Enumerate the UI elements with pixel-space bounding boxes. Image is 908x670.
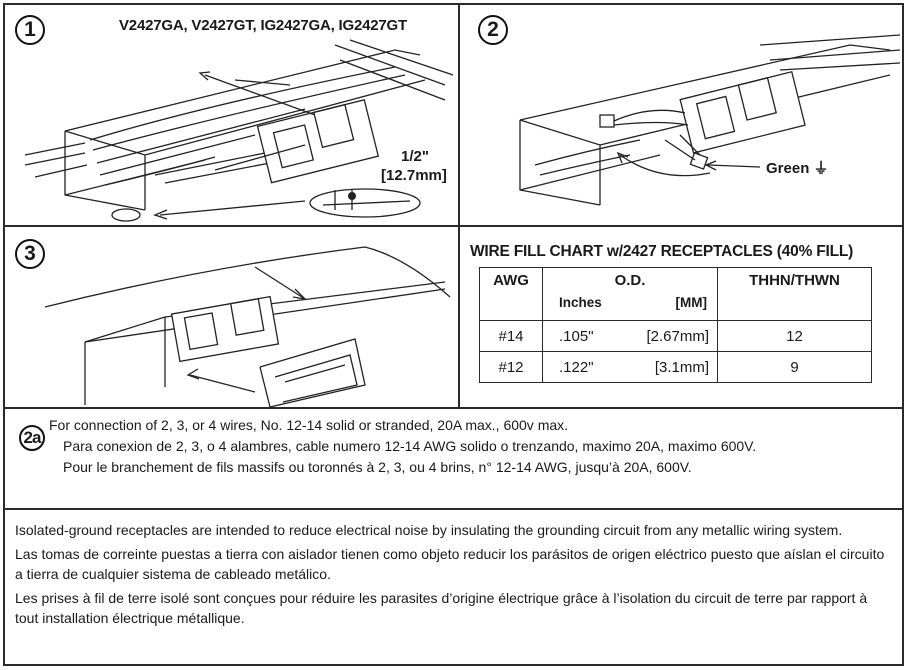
cell-thhn: 9	[717, 351, 872, 383]
strip-length: 1/2"	[401, 148, 429, 165]
step-3-badge: 3	[15, 239, 45, 269]
isolated-ground-text: Isolated-ground receptacles are intended…	[15, 520, 888, 632]
cell-od-in: .105"	[559, 327, 594, 345]
note-2a-line-es: Para conexion de 2, 3, o 4 alambres, cab…	[63, 438, 757, 454]
step-2-badge: 2	[478, 15, 508, 45]
divider	[5, 225, 902, 227]
cell-od: .122" [3.1mm]	[542, 351, 718, 383]
header-od-inches: Inches	[559, 295, 602, 310]
cell-thhn: 12	[717, 320, 872, 352]
divider	[5, 508, 902, 510]
table-header-row: AWG O.D. Inches [MM] THHN/THWN	[479, 267, 872, 321]
cell-awg: #14	[479, 320, 543, 352]
header-awg: AWG	[479, 267, 543, 321]
note-2a-line-en: For connection of 2, 3, or 4 wires, No. …	[49, 417, 569, 433]
step-1-badge: 1	[15, 15, 45, 45]
isolated-ground-panel: Isolated-ground receptacles are intended…	[5, 510, 902, 666]
strip-length-mm: [12.7mm]	[381, 167, 447, 184]
step-3-panel: 3	[5, 227, 458, 407]
header-od: O.D. Inches [MM]	[542, 267, 718, 321]
cell-od-mm: [3.1mm]	[654, 358, 709, 376]
iso-paragraph-es: Las tomas de correinte puestas a tierra …	[15, 546, 885, 582]
table-row: #14 .105" [2.67mm] 12	[479, 320, 872, 352]
model-numbers: V2427GA, V2427GT, IG2427GA, IG2427GT	[119, 17, 407, 34]
ground-label: Green ⏚	[766, 160, 829, 177]
step-3-illustration	[44, 246, 451, 407]
iso-paragraph-en: Isolated-ground receptacles are intended…	[15, 522, 843, 538]
note-2a-line-fr: Pour le branchement de fils massifs ou t…	[63, 459, 692, 475]
iso-paragraph-fr: Les prises à fil de terre isolé sont con…	[15, 590, 868, 626]
header-thhn: THHN/THWN	[717, 267, 872, 321]
cell-od-in: .122"	[559, 358, 594, 376]
wire-fill-table: AWG O.D. Inches [MM] THHN/THWN #14 .105"…	[479, 267, 872, 383]
cell-od: .105" [2.67mm]	[542, 320, 718, 352]
wire-fill-panel: WIRE FILL CHART w/2427 RECEPTACLES (40% …	[460, 227, 902, 407]
wire-fill-title: WIRE FILL CHART w/2427 RECEPTACLES (40% …	[470, 243, 854, 260]
note-2a-panel: 2a For connection of 2, 3, or 4 wires, N…	[5, 409, 902, 508]
header-od-label: O.D.	[614, 272, 646, 289]
step-1-illustration	[24, 39, 454, 222]
cell-awg: #12	[479, 351, 543, 383]
step-1-panel: 1 V2427GA, V2427GT, IG2427GA, IG2427GT	[5, 5, 458, 225]
step-2-illustration	[519, 34, 901, 206]
cell-od-mm: [2.67mm]	[646, 327, 709, 345]
header-od-mm: [MM]	[675, 295, 707, 310]
table-row: #12 .122" [3.1mm] 9	[479, 351, 872, 383]
step-2-panel: 2	[460, 5, 902, 225]
note-2a-text: For connection of 2, 3, or 4 wires, No. …	[49, 415, 757, 478]
note-2a-badge: 2a	[19, 425, 45, 451]
divider	[5, 407, 902, 409]
divider	[458, 5, 460, 408]
instruction-sheet: 1 V2427GA, V2427GT, IG2427GA, IG2427GT	[3, 3, 904, 666]
